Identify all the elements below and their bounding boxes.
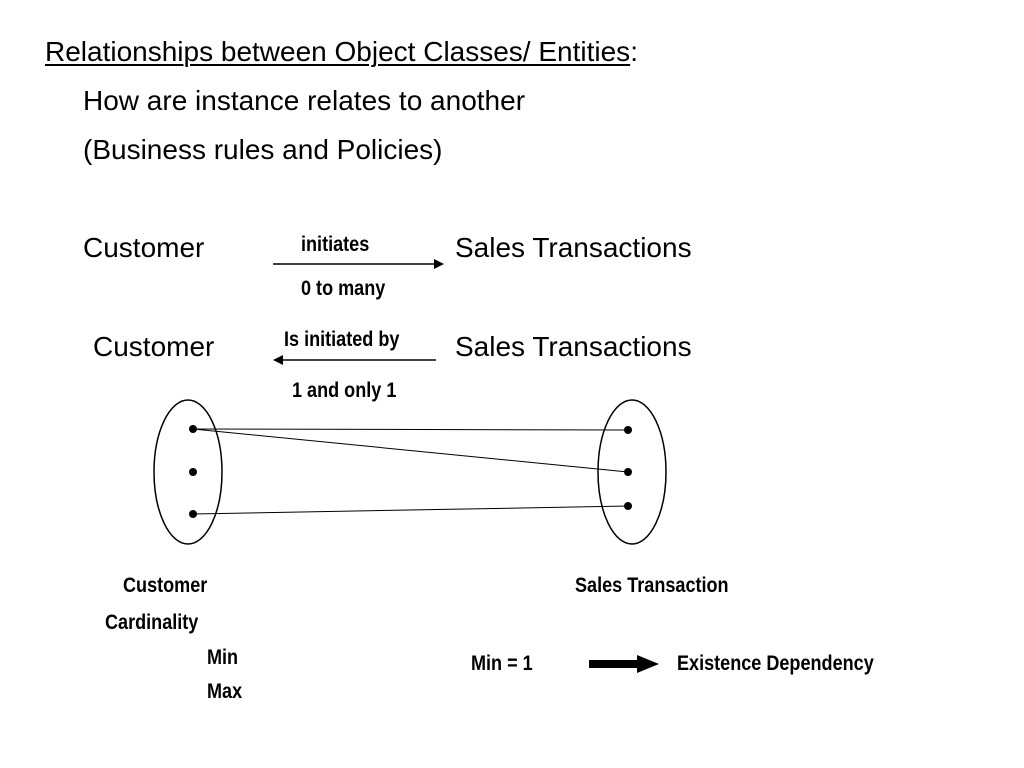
cardinality-max: Max [207,680,243,703]
forward-left-entity: Customer [83,232,205,263]
sales-set-label: Sales Transaction [575,574,729,597]
forward-right-entity: Sales Transactions [455,232,692,263]
reverse-left-entity: Customer [93,331,215,362]
mapping-line [192,428,629,473]
reverse-verb-label: Is initiated by [284,328,400,351]
subtitle-line-1: How are instance relates to another [83,85,526,116]
mapping-line [192,428,629,431]
dependency-result: Existence Dependency [677,652,874,675]
reverse-right-entity: Sales Transactions [455,331,692,362]
sales-set-ellipse [597,399,667,545]
forward-cardinality-label: 0 to many [301,277,386,300]
mapping-line [192,505,629,515]
title-colon: : [630,36,638,67]
dependency-arrow [589,655,659,673]
dependency-rule: Min = 1 [471,652,533,675]
customer-set-ellipse [153,399,223,545]
cardinality-heading: Cardinality [105,611,199,634]
customer-set-label: Customer [123,574,208,597]
reverse-cardinality-label: 1 and only 1 [292,379,397,402]
cardinality-min: Min [207,646,239,669]
reverse-arrow [273,355,436,365]
title-text: Relationships between Object Classes/ En… [45,36,631,67]
forward-arrow [273,259,444,269]
subtitle-line-2: (Business rules and Policies) [83,134,443,165]
forward-verb-label: initiates [301,233,370,256]
slide-title: Relationships between Object Classes/ En… [45,36,638,68]
customer-instance-dot [189,468,197,476]
